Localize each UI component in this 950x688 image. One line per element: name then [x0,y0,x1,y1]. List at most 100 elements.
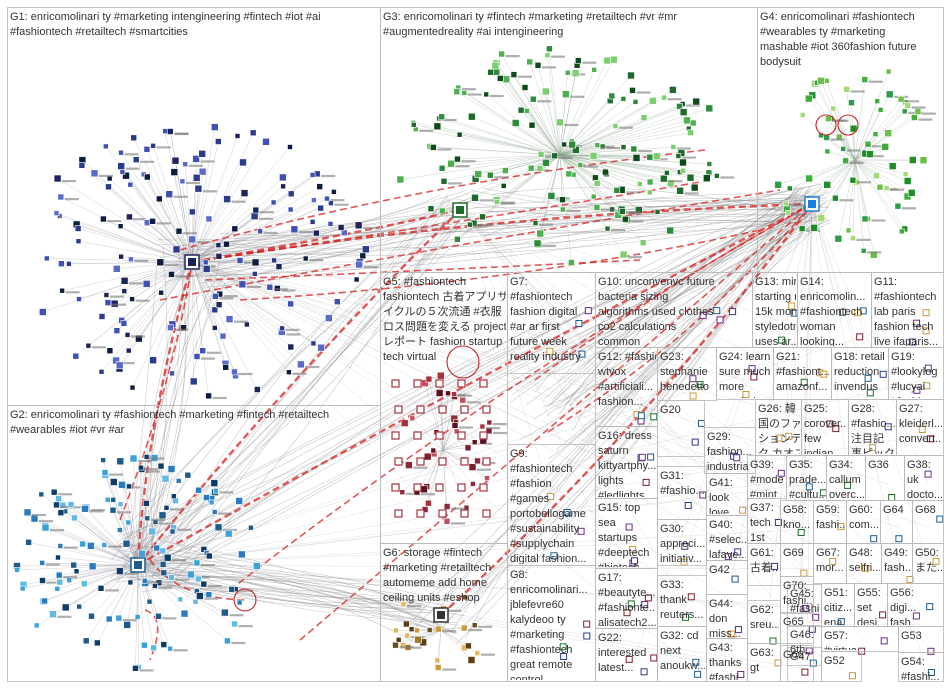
node [511,119,520,127]
node [239,158,247,167]
node [212,292,219,300]
node-label-mark [124,572,139,575]
group-label-line: love... [709,507,738,519]
edge [555,186,801,451]
node [179,178,186,185]
node [236,599,243,606]
edge [137,564,841,612]
edge [442,447,469,451]
edge [778,159,856,186]
node [676,103,683,110]
node [205,215,213,223]
node [537,151,545,158]
node-label-mark [542,244,556,248]
edge [459,209,780,322]
edge [442,394,455,451]
node [457,431,466,440]
edge [168,206,454,586]
node-label-mark [619,126,633,129]
node [866,389,874,397]
edge [147,176,193,263]
node [113,264,121,273]
edge [442,396,455,451]
group-label-line: fashi... [816,519,848,531]
node [73,568,80,575]
group-label-g17: G17:#beautyte...#fashionte...alisatech2.… [598,572,658,629]
edge [559,154,658,213]
node [876,183,884,191]
edge [191,261,216,310]
edge [547,214,804,376]
node-label-mark [64,198,79,201]
node [142,280,151,288]
node [447,159,455,168]
edge [119,261,193,366]
node [252,206,260,214]
group-label-line: G37: [750,502,774,514]
node [897,95,905,103]
node [532,220,539,226]
node [324,195,330,202]
node [823,181,832,189]
node [271,257,277,264]
node [434,664,442,671]
node-label-mark [273,288,288,291]
group-label-line: fashi... [783,595,815,607]
group-label-line: G50: [915,547,939,559]
node [403,620,410,628]
node [156,258,165,267]
node [198,150,206,158]
node [872,131,879,137]
edge [137,543,633,566]
node [235,497,243,505]
node [644,594,652,602]
edge [146,149,193,263]
node [577,162,584,168]
node [733,454,741,462]
node [210,479,219,487]
edge [158,193,800,582]
group-label-g45: G45:#fashi... [790,588,829,615]
group-label-line: G1: enricomolinari ty #marketing intengi… [10,11,321,23]
edge [559,128,689,156]
node [430,144,437,151]
node [391,431,400,440]
node-label-mark [126,486,141,489]
node [192,155,200,163]
node [913,386,921,394]
node [501,167,509,174]
node [394,405,403,414]
group-label-g39: G39:#mode#mint... [750,459,786,501]
node [155,612,162,620]
edge [501,53,561,156]
group-label-line: digi... [890,602,916,614]
edge [159,198,193,263]
node [231,368,238,376]
node [205,591,213,599]
group-label-line: prade... [789,474,826,486]
group-label-line: G26: 韓 [758,402,796,415]
edge [442,449,478,462]
node-label-mark [144,468,159,471]
edge [548,187,804,460]
node [801,668,809,676]
group-label-line: control... [510,674,552,686]
node [630,145,638,153]
group-label-line: citiz... [824,602,852,614]
node-label-mark [442,668,457,671]
edge [209,216,474,282]
node [313,229,320,237]
edge [171,193,798,556]
node-label-mark [185,181,200,184]
group-label-line: #marketing [510,629,564,641]
node [175,478,182,484]
group-label-line: G56: [890,587,914,599]
edge [197,200,823,256]
edge [459,209,800,633]
group-label-line: #fashiont... [776,366,830,378]
node [664,170,670,176]
node [101,542,108,548]
